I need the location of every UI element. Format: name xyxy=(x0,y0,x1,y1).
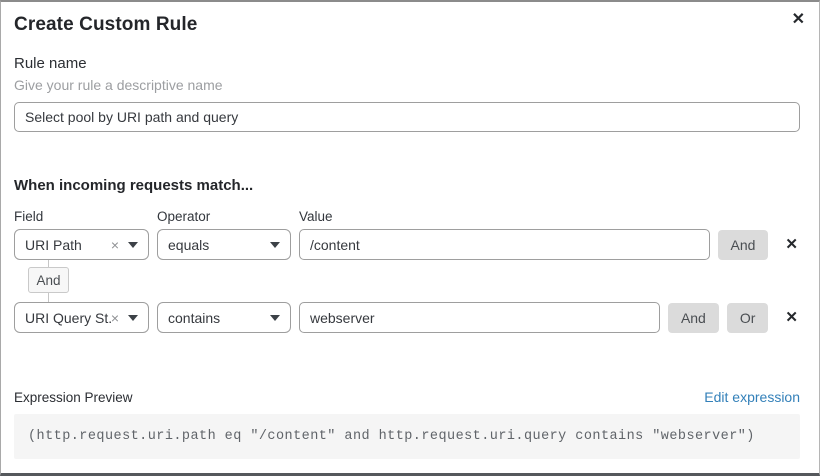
operator-select-row2-value: contains xyxy=(168,309,221,326)
connector-line-bottom xyxy=(48,293,49,302)
clear-icon[interactable]: × xyxy=(110,236,119,253)
condition-row-1: URI Path × equals And ✕ xyxy=(14,229,800,260)
chevron-down-icon xyxy=(270,241,280,248)
expression-code: (http.request.uri.path eq "/content" and… xyxy=(28,429,755,444)
field-select-row2[interactable]: URI Query St... × xyxy=(14,302,149,333)
chevron-down-icon xyxy=(128,314,138,321)
field-select-row2-value: URI Query St... xyxy=(25,309,111,326)
remove-row-icon[interactable]: ✕ xyxy=(785,309,798,326)
chevron-down-icon xyxy=(270,314,280,321)
operator-select-row2[interactable]: contains xyxy=(157,302,291,333)
field-column-label: Field xyxy=(14,209,44,224)
modal-header: Create Custom Rule ✕ xyxy=(14,12,805,36)
and-button-row1[interactable]: And xyxy=(717,229,769,260)
clear-icon[interactable]: × xyxy=(110,309,119,326)
match-heading: When incoming requests match... xyxy=(14,177,254,194)
operator-select-row1-value: equals xyxy=(168,236,210,253)
connector-line-top xyxy=(48,260,49,267)
operator-select-row1[interactable]: equals xyxy=(157,229,291,260)
page-title: Create Custom Rule xyxy=(14,14,198,35)
field-select-row1-value: URI Path xyxy=(25,236,82,253)
remove-row-icon[interactable]: ✕ xyxy=(785,236,798,253)
condition-column-labels: Field Operator Value xyxy=(14,209,797,224)
expression-preview-label: Expression Preview xyxy=(14,389,133,405)
field-select-row1[interactable]: URI Path × xyxy=(14,229,149,260)
rule-name-input[interactable] xyxy=(14,102,800,132)
and-connector-badge: And xyxy=(28,267,69,293)
operator-column-label: Operator xyxy=(157,209,211,224)
rule-name-label: Rule name xyxy=(14,55,87,72)
and-button-row2[interactable]: And xyxy=(667,302,719,333)
close-icon[interactable]: ✕ xyxy=(791,11,805,28)
value-column-label: Value xyxy=(299,209,333,224)
value-input-row1[interactable] xyxy=(299,229,710,260)
condition-row-2: URI Query St... × contains And Or ✕ xyxy=(14,302,800,333)
expression-preview-header: Expression Preview Edit expression xyxy=(14,389,800,405)
or-button-row2[interactable]: Or xyxy=(726,302,769,333)
chevron-down-icon xyxy=(128,241,138,248)
rule-name-section: Rule name Give your rule a descriptive n… xyxy=(14,55,800,132)
expression-code-box: (http.request.uri.path eq "/content" and… xyxy=(14,414,800,459)
edit-expression-link[interactable]: Edit expression xyxy=(704,389,800,405)
logic-connector: And xyxy=(14,260,84,302)
value-input-row2[interactable] xyxy=(299,302,660,333)
rule-name-helper: Give your rule a descriptive name xyxy=(14,77,223,93)
expression-preview-section: Expression Preview Edit expression (http… xyxy=(14,389,800,459)
